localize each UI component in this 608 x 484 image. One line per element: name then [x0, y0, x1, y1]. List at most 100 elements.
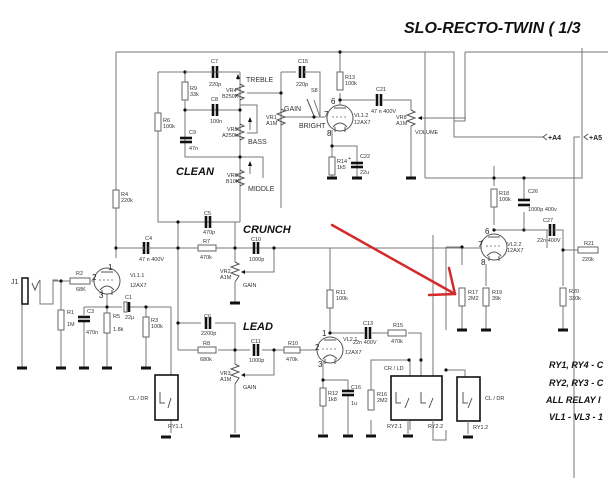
resistor-r9[interactable] [181, 81, 189, 101]
resistor-r1[interactable] [57, 309, 65, 331]
capacitor-c7[interactable] [185, 66, 240, 78]
vl11-type: 12AX7 [130, 283, 147, 289]
a4-label: +A4 [548, 135, 561, 142]
resistor-r8[interactable] [197, 346, 217, 354]
input-jack-j1[interactable] [21, 277, 41, 305]
r18-value: 100k [499, 197, 511, 203]
bright-switch-s8[interactable] [306, 98, 315, 117]
capacitor-c8[interactable] [211, 104, 219, 116]
capacitor-c27[interactable] [524, 224, 563, 236]
vr5-value: A250k [222, 133, 238, 139]
capacitor-c10[interactable] [252, 242, 260, 254]
vl22-pin-7: 7 [478, 240, 483, 249]
tube-vl12[interactable] [326, 104, 354, 132]
tube-vl11[interactable] [93, 267, 121, 295]
resistor-r10[interactable] [283, 346, 301, 354]
connector-a5[interactable] [583, 133, 589, 141]
resistor-r3[interactable] [142, 316, 150, 338]
relay-ry12[interactable] [456, 376, 481, 422]
capacitor-c22[interactable]: + [348, 156, 363, 169]
capacitor-c21[interactable] [375, 94, 383, 106]
c13-ref: C13 [363, 321, 373, 327]
pot-vr2[interactable] [229, 261, 245, 283]
vl22-ref: VL2.2 [507, 242, 521, 248]
r9-value: 33k [190, 92, 199, 98]
relay-ry21-ry22[interactable] [390, 375, 443, 421]
relay-ry11[interactable] [154, 374, 179, 421]
resistor-r5[interactable] [103, 312, 111, 334]
ry21-ref: RY2.1 [387, 424, 402, 430]
c4-ref: C4 [145, 236, 152, 242]
capacitor-c26[interactable] [518, 198, 530, 207]
connector-a4[interactable] [542, 133, 548, 141]
gain-label-crunch: GAIN [243, 283, 256, 289]
resistor-r15[interactable] [387, 329, 407, 337]
resistors: R4 220k R6 100k R9 33k R13 100k R14 1k5 … [57, 71, 599, 411]
pot-vr6[interactable] [234, 161, 252, 187]
resistor-r4[interactable] [112, 189, 120, 209]
capacitor-c11[interactable] [252, 344, 260, 356]
capacitor-c13[interactable] [364, 327, 372, 339]
c21-value: 47 n 400V [371, 109, 396, 115]
c7-ref: C7 [211, 59, 218, 65]
r4-ref: R4 [121, 192, 128, 198]
pot-vr4[interactable] [234, 74, 246, 101]
capacitor-c1[interactable] [123, 301, 131, 313]
tube-vl21[interactable] [316, 336, 344, 364]
r16-ref: R16 [377, 392, 387, 398]
resistor-r20[interactable] [559, 287, 567, 307]
r14-ref: R14 [337, 159, 347, 165]
r5-value: 1.8k [113, 327, 124, 333]
c7-value: 220p [209, 82, 221, 88]
resistor-r17[interactable] [458, 287, 466, 307]
resistor-r13[interactable] [336, 71, 344, 91]
middle-label: MIDDLE [248, 186, 275, 193]
vr3-value: A1M [220, 377, 232, 383]
note-line-1: RY1, RY4 - C [549, 360, 604, 370]
section-label-lead: LEAD [243, 321, 273, 333]
c22-ref: C22 [360, 154, 370, 160]
r1-value: 1M [67, 322, 75, 328]
pot-vr8[interactable] [405, 109, 422, 127]
capacitor-c6[interactable] [204, 317, 212, 329]
vl22-pin-6: 6 [485, 227, 490, 236]
pot-vr1[interactable] [275, 108, 287, 126]
r12-ref: R12 [328, 391, 338, 397]
resistor-r12[interactable] [319, 387, 327, 407]
resistor-r14[interactable] [328, 156, 336, 176]
vl21-pin-3: 3 [318, 360, 323, 369]
tube-vl22[interactable] [480, 233, 508, 261]
capacitor-c5[interactable] [204, 216, 212, 228]
capacitor-c9[interactable] [180, 136, 192, 144]
ry22-ref: RY2.2 [428, 424, 443, 430]
pot-vr5[interactable] [234, 117, 252, 141]
r6-value: 100k [163, 124, 175, 130]
resistor-r7[interactable] [197, 244, 217, 252]
resistor-r19[interactable] [482, 287, 490, 307]
resistor-r16[interactable] [367, 389, 375, 411]
r3-ref: R3 [151, 318, 158, 324]
capacitor-c4[interactable] [140, 242, 152, 254]
resistor-r2[interactable] [69, 277, 91, 285]
c10-ref: C10 [251, 237, 261, 243]
c13-value: 22n 400V [353, 340, 377, 346]
resistor-r11[interactable] [326, 289, 334, 309]
capacitor-c3[interactable] [78, 315, 90, 323]
bass-label: BASS [248, 139, 267, 146]
resistor-r21[interactable] [577, 246, 599, 254]
r8-value: 680k [200, 357, 212, 363]
r11-ref: R11 [336, 290, 346, 296]
c1-value: 22µ [125, 315, 135, 321]
r20-ref: R20 [569, 289, 579, 295]
vr1-value: A1M [266, 121, 278, 127]
pot-vr3[interactable] [229, 363, 245, 385]
resistor-r18[interactable] [490, 188, 498, 208]
capacitor-c15[interactable] [298, 66, 320, 78]
vl11-pin-3: 3 [99, 291, 104, 300]
capacitor-c16[interactable] [342, 389, 354, 397]
vr2-value: A1M [220, 275, 232, 281]
r18-ref: R18 [499, 191, 509, 197]
r13-value: 100k [345, 81, 357, 87]
r8-ref: R8 [203, 341, 210, 347]
resistor-r6[interactable] [154, 112, 162, 132]
